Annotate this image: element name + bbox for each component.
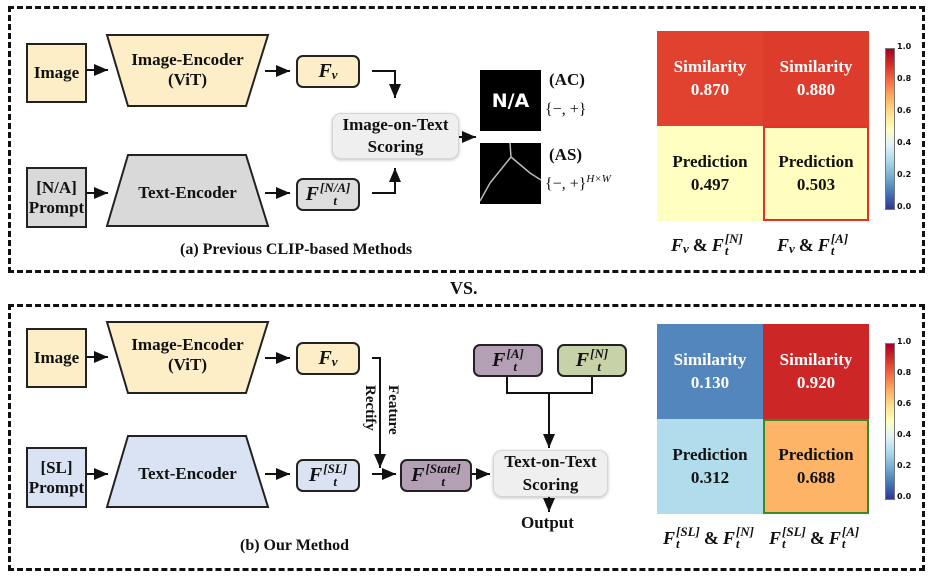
cell-value: 0.130 xyxy=(690,372,730,392)
cell-value: 0.497 xyxy=(690,174,730,194)
colorbar-tick: 0.4 xyxy=(897,430,912,439)
heatmap-cell: Similarity 0.870 xyxy=(657,31,763,126)
anomaly-crack-image xyxy=(480,143,541,202)
colorbar-tick: 0.8 xyxy=(897,74,912,83)
heatmap-cell: Prediction 0.688 xyxy=(763,419,869,514)
cell-label: Prediction xyxy=(778,151,854,171)
text-encoder-shape-b xyxy=(105,435,270,508)
cell-label: Similarity xyxy=(673,56,747,76)
ft-normal-feature: F[N]t xyxy=(557,344,627,377)
ft-anomaly-feature: F[A]t xyxy=(473,344,543,377)
text-encoder-shape-a xyxy=(105,154,270,227)
heatmap-x-label: F[SL]t&F[N]t xyxy=(663,524,754,552)
colorbar-tick: 0.2 xyxy=(897,461,912,470)
ac-label: (AC) xyxy=(549,70,585,89)
colorbar-tick: 0.6 xyxy=(897,399,912,408)
as-set: {−, +}H×W xyxy=(545,173,611,193)
na-prompt-box: [N/A] Prompt xyxy=(26,167,87,228)
image-encoder-label-a: Image-Encoder (ViT) xyxy=(131,50,244,89)
panel-our-method xyxy=(8,304,925,571)
image-input-box-a: Image xyxy=(26,43,87,103)
vs-label: VS. xyxy=(450,278,478,298)
cell-label: Similarity xyxy=(779,56,853,76)
image-encoder-label-b: Image-Encoder (ViT) xyxy=(131,335,244,374)
feature-rectify-line1: Feature xyxy=(385,385,401,435)
cell-value: 0.312 xyxy=(690,467,730,487)
ac-set: {−, +} xyxy=(545,101,587,118)
colorbar xyxy=(885,343,895,500)
heatmap-cell: Prediction 0.312 xyxy=(657,419,763,514)
text-encoder-label-b: Text-Encoder xyxy=(138,464,237,484)
as-label: (AS) xyxy=(549,145,583,164)
heatmap-cell: Similarity 0.130 xyxy=(657,324,763,419)
image-encoder-shape-a xyxy=(105,34,270,107)
panel-previous-methods xyxy=(8,6,925,273)
colorbar-tick: 1.0 xyxy=(897,42,912,51)
arrow-fv-rectify xyxy=(372,357,386,468)
image-on-text-scoring: Image-on-Text Scoring xyxy=(332,113,459,159)
heatmap-cell: Prediction 0.503 xyxy=(763,126,869,221)
image-encoder-shape-b xyxy=(105,321,270,394)
text-on-text-scoring: Text-on-Text Scoring xyxy=(493,450,608,497)
cell-label: Similarity xyxy=(779,349,853,369)
output-label: Output xyxy=(521,513,574,532)
bracket-fta-ftn xyxy=(506,377,593,394)
heatmap-cell: Similarity 0.920 xyxy=(763,324,869,419)
text-encoder-label-a: Text-Encoder xyxy=(138,183,237,203)
ft-na-feature: F[N/A]t xyxy=(296,178,360,211)
ft-state-feature: F[State]t xyxy=(400,459,472,492)
cell-value: 0.503 xyxy=(796,174,836,194)
colorbar-tick: 0.2 xyxy=(897,170,912,179)
ac-output-thumbnail: N/A xyxy=(480,70,541,131)
cell-value: 0.688 xyxy=(796,467,836,487)
colorbar-tick: 1.0 xyxy=(897,337,912,346)
caption-panel-b: (b) Our Method xyxy=(240,537,350,554)
heatmap-x-label: F[SL]t&F[A]t xyxy=(769,524,860,552)
colorbar-tick: 0.6 xyxy=(897,106,912,115)
heatmap-cell: Similarity 0.880 xyxy=(763,31,869,126)
as-output-thumbnail xyxy=(480,143,541,204)
arrow-fv-to-scoring-a xyxy=(372,70,401,98)
cell-label: Prediction xyxy=(672,444,748,464)
caption-panel-a: (a) Previous CLIP-based Methods xyxy=(180,241,413,258)
feature-rectify-line2: Rectify xyxy=(362,385,378,431)
colorbar xyxy=(885,48,895,210)
colorbar-tick: 0.0 xyxy=(897,202,912,211)
colorbar-tick: 0.0 xyxy=(897,492,912,501)
sl-prompt-box: [SL] Prompt xyxy=(26,447,87,508)
cell-value: 0.920 xyxy=(796,372,836,392)
ft-sl-feature: F[SL]t xyxy=(296,459,360,492)
cell-label: Prediction xyxy=(672,151,748,171)
cell-value: 0.870 xyxy=(690,79,730,99)
colorbar-tick: 0.4 xyxy=(897,138,912,147)
arrow-ft-to-scoring-a xyxy=(372,168,401,194)
cell-value: 0.880 xyxy=(796,79,836,99)
colorbar-tick: 0.8 xyxy=(897,368,912,377)
heatmap-cell: Prediction 0.497 xyxy=(657,126,763,221)
cell-label: Similarity xyxy=(673,349,747,369)
image-input-box-b: Image xyxy=(26,328,87,388)
cell-label: Prediction xyxy=(778,444,854,464)
